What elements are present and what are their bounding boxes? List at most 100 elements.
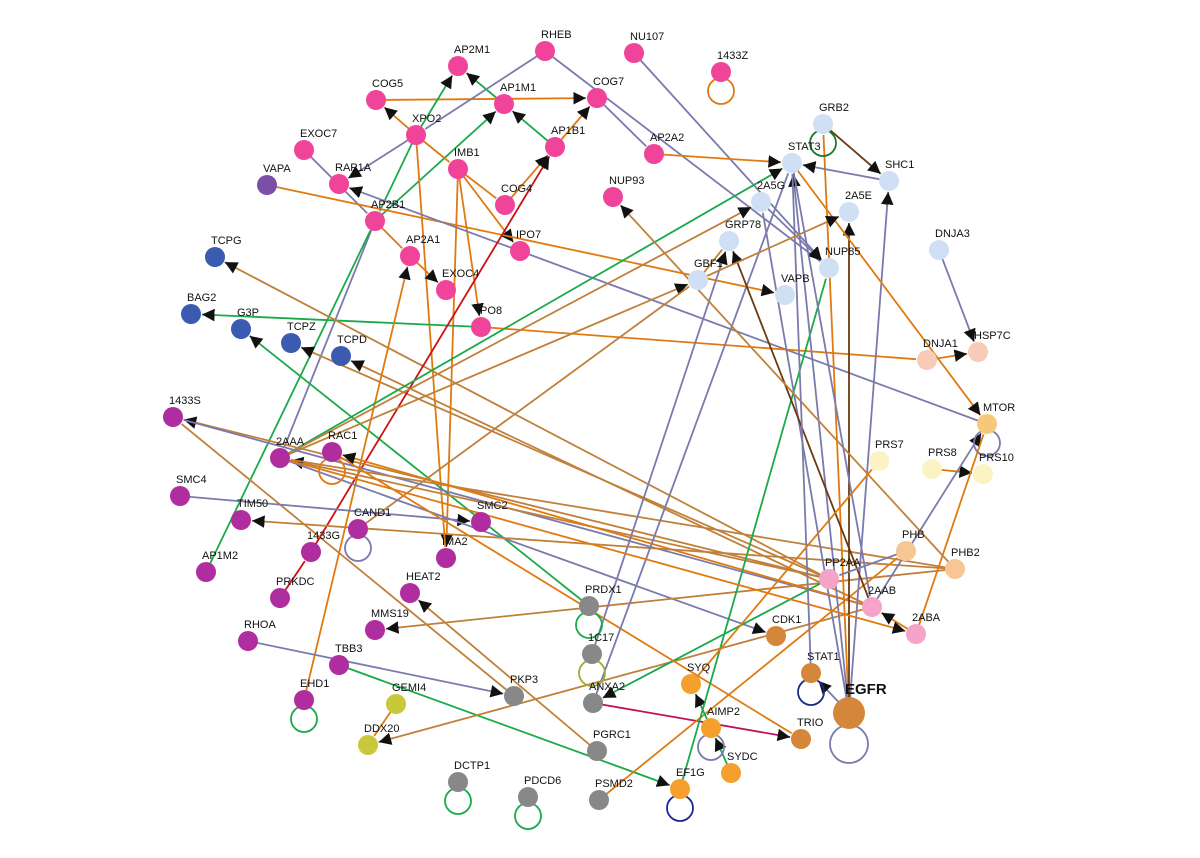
node-circle[interactable] xyxy=(231,319,251,339)
node-circle[interactable] xyxy=(494,94,514,114)
node-circle[interactable] xyxy=(766,626,786,646)
node-circle[interactable] xyxy=(257,175,277,195)
node-circle[interactable] xyxy=(471,317,491,337)
node-circle[interactable] xyxy=(270,588,290,608)
node-STAT1[interactable]: STAT1 xyxy=(801,651,840,683)
node-AIMP2[interactable]: AIMP2 xyxy=(701,706,740,738)
node-EF1G[interactable]: EF1G xyxy=(670,767,705,799)
node-AP2B1[interactable]: AP2B1 xyxy=(365,199,405,231)
node-circle[interactable] xyxy=(281,333,301,353)
node-PSMD2[interactable]: PSMD2 xyxy=(589,778,633,810)
node-circle[interactable] xyxy=(906,624,926,644)
node-circle[interactable] xyxy=(163,407,183,427)
node-TIM50[interactable]: TIM50 xyxy=(231,498,268,530)
node-RAC1[interactable]: RAC1 xyxy=(322,430,357,462)
node-MMS19[interactable]: MMS19 xyxy=(365,608,409,640)
node-circle[interactable] xyxy=(589,790,609,810)
node-GRB2[interactable]: GRB2 xyxy=(813,102,849,134)
node-circle[interactable] xyxy=(839,202,859,222)
node-PRS10[interactable]: PRS10 xyxy=(973,452,1014,484)
node-circle[interactable] xyxy=(400,583,420,603)
node-circle[interactable] xyxy=(644,144,664,164)
node-PHB2[interactable]: PHB2 xyxy=(945,547,980,579)
node-PHB[interactable]: PHB xyxy=(896,529,925,561)
node-IMB1[interactable]: IMB1 xyxy=(448,147,480,179)
node-CDK1[interactable]: CDK1 xyxy=(766,614,801,646)
node-COG5[interactable]: COG5 xyxy=(366,78,403,110)
node-circle[interactable] xyxy=(518,787,538,807)
node-circle[interactable] xyxy=(775,285,795,305)
node-circle[interactable] xyxy=(358,735,378,755)
node-circle[interactable] xyxy=(348,519,368,539)
node-SYDC[interactable]: SYDC xyxy=(721,751,758,783)
node-circle[interactable] xyxy=(205,247,225,267)
node-AP2A1[interactable]: AP2A1 xyxy=(400,234,440,266)
node-circle[interactable] xyxy=(294,140,314,160)
node-IPO8[interactable]: IPO8 xyxy=(471,305,502,337)
node-G3P[interactable]: G3P xyxy=(231,307,259,339)
node-1C17[interactable]: 1C17 xyxy=(582,632,614,664)
node-1433S[interactable]: 1433S xyxy=(163,395,201,427)
node-TCPG[interactable]: TCPG xyxy=(205,235,242,267)
node-HSP7C[interactable]: HSP7C xyxy=(968,330,1011,362)
node-circle[interactable] xyxy=(579,596,599,616)
node-circle[interactable] xyxy=(670,779,690,799)
node-GBF1[interactable]: GBF1 xyxy=(688,258,723,290)
node-circle[interactable] xyxy=(331,346,351,366)
node-SHC1[interactable]: SHC1 xyxy=(879,159,914,191)
node-1433Z[interactable]: 1433Z xyxy=(711,50,748,82)
node-circle[interactable] xyxy=(896,541,916,561)
node-MTOR[interactable]: MTOR xyxy=(977,402,1015,434)
node-circle[interactable] xyxy=(406,125,426,145)
node-TRIO[interactable]: TRIO xyxy=(791,717,824,749)
node-circle[interactable] xyxy=(436,548,456,568)
node-SMC4[interactable]: SMC4 xyxy=(170,474,207,506)
node-HEAT2[interactable]: HEAT2 xyxy=(400,571,441,603)
node-PRS8[interactable]: PRS8 xyxy=(922,447,957,479)
node-circle[interactable] xyxy=(329,655,349,675)
node-circle[interactable] xyxy=(583,693,603,713)
node-circle[interactable] xyxy=(400,246,420,266)
node-circle[interactable] xyxy=(869,451,889,471)
node-STAT3[interactable]: STAT3 xyxy=(782,141,821,173)
node-DCTP1[interactable]: DCTP1 xyxy=(448,760,490,792)
node-COG4[interactable]: COG4 xyxy=(495,183,532,215)
node-circle[interactable] xyxy=(448,159,468,179)
node-SYQ[interactable]: SYQ xyxy=(681,662,711,694)
node-EXOC4[interactable]: EXOC4 xyxy=(436,268,479,300)
node-circle[interactable] xyxy=(721,763,741,783)
node-circle[interactable] xyxy=(587,88,607,108)
node-circle[interactable] xyxy=(624,43,644,63)
node-RHOA[interactable]: RHOA xyxy=(238,619,276,651)
node-circle[interactable] xyxy=(917,350,937,370)
node-PKP3[interactable]: PKP3 xyxy=(504,674,538,706)
node-circle[interactable] xyxy=(545,137,565,157)
node-AP1B1[interactable]: AP1B1 xyxy=(545,125,585,157)
node-circle[interactable] xyxy=(238,631,258,651)
node-circle[interactable] xyxy=(181,304,201,324)
node-circle[interactable] xyxy=(365,620,385,640)
node-2A5G[interactable]: 2A5G xyxy=(751,180,785,212)
node-2ABA[interactable]: 2ABA xyxy=(906,612,941,644)
node-DDX20[interactable]: DDX20 xyxy=(358,723,399,755)
node-circle[interactable] xyxy=(471,512,491,532)
node-circle[interactable] xyxy=(813,114,833,134)
node-XPO2[interactable]: XPO2 xyxy=(406,113,441,145)
node-circle[interactable] xyxy=(968,342,988,362)
node-circle[interactable] xyxy=(977,414,997,434)
node-circle[interactable] xyxy=(196,562,216,582)
node-circle[interactable] xyxy=(973,464,993,484)
node-AP2A2[interactable]: AP2A2 xyxy=(644,132,684,164)
node-circle[interactable] xyxy=(365,211,385,231)
node-DNJA3[interactable]: DNJA3 xyxy=(929,228,970,260)
node-circle[interactable] xyxy=(922,459,942,479)
node-PDCD6[interactable]: PDCD6 xyxy=(518,775,561,807)
node-circle[interactable] xyxy=(711,62,731,82)
node-circle[interactable] xyxy=(366,90,386,110)
node-PP2AA[interactable]: PP2AA xyxy=(819,557,861,589)
node-GRP78[interactable]: GRP78 xyxy=(719,219,761,251)
node-circle[interactable] xyxy=(791,729,811,749)
node-NUP85[interactable]: NUP85 xyxy=(819,246,860,278)
node-circle[interactable] xyxy=(170,486,190,506)
node-PRS7[interactable]: PRS7 xyxy=(869,439,904,471)
